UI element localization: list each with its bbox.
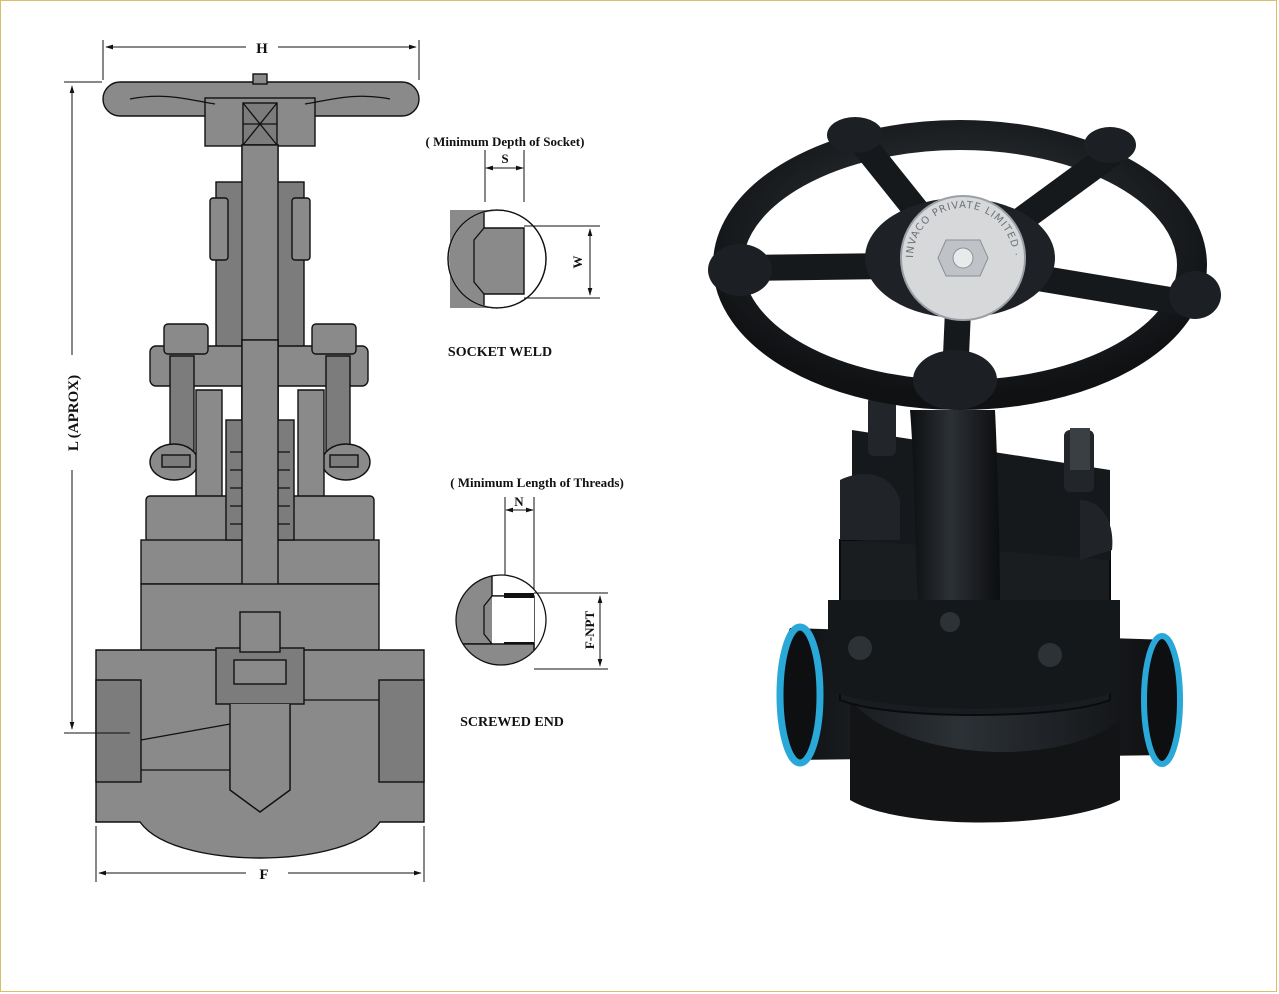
valve-section-drawing: H L (APROX) F <box>64 40 425 883</box>
gland-bolts-section <box>149 323 371 481</box>
label-l-aprox: L (APROX) <box>66 375 82 451</box>
valve-body <box>776 539 1183 823</box>
outlet-cap-ring <box>1141 633 1183 767</box>
socket-depth-caption: ( Minimum Depth of Socket) <box>426 134 585 149</box>
dimension-h: H <box>102 40 420 80</box>
screwed-end-title: SCREWED END <box>460 715 564 730</box>
socket-weld-detail: ( Minimum Depth of Socket) S W SOCKET WE… <box>426 134 600 360</box>
handwheel-section <box>102 73 420 147</box>
threads-length-caption: ( Minimum Length of Threads) <box>450 475 624 490</box>
label-f: F <box>259 867 268 883</box>
bonnet-section <box>140 339 380 626</box>
label-h: H <box>256 41 268 57</box>
dimension-f: F <box>95 826 425 883</box>
label-f-npt: F-NPT <box>582 611 597 650</box>
label-s: S <box>501 151 508 166</box>
dimension-l: L (APROX) <box>64 81 130 734</box>
valve-bonnet <box>840 396 1113 600</box>
body-section <box>95 583 425 859</box>
socket-weld-title: SOCKET WELD <box>448 345 552 360</box>
screwed-end-detail: ( Minimum Length of Threads) N F-NPT SCR… <box>450 475 624 730</box>
label-n: N <box>514 494 524 509</box>
label-w: W <box>570 256 585 269</box>
inlet-cap-ring <box>776 623 824 767</box>
